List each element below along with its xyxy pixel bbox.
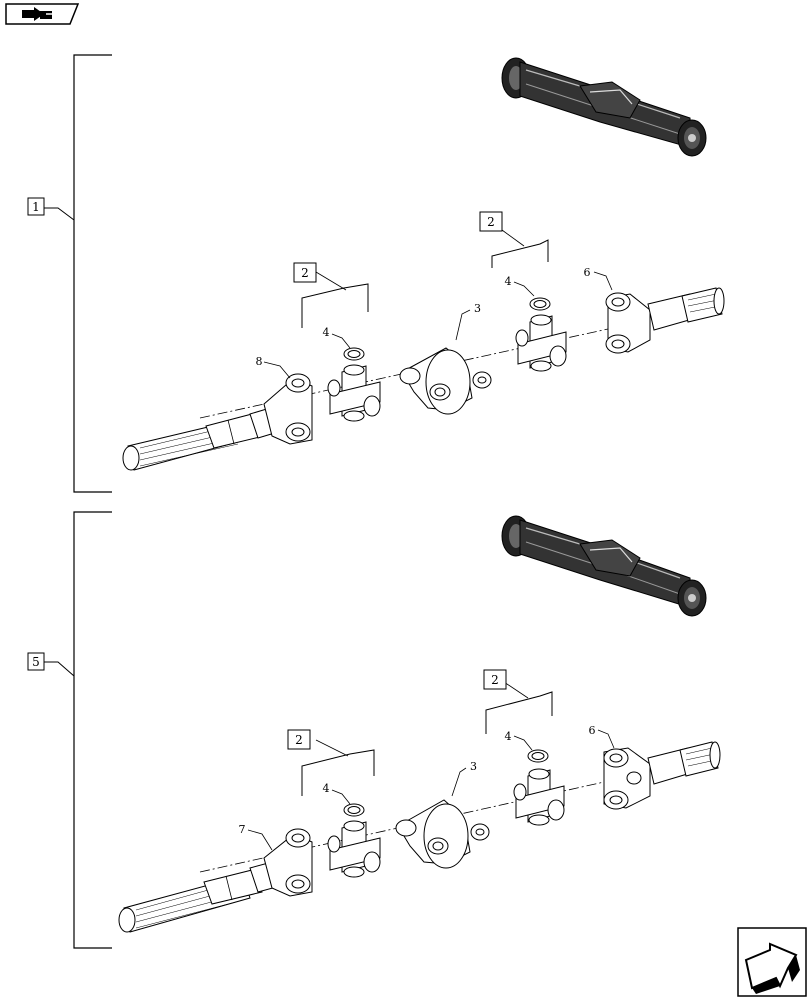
stub-shaft-left	[122, 407, 279, 471]
back-nav-button[interactable]	[5, 3, 80, 25]
yoke-right[interactable]	[605, 292, 651, 354]
stub-shaft-right	[647, 287, 725, 331]
assembly-group-2: 5	[27, 511, 721, 949]
coupling-flange[interactable]	[399, 347, 492, 415]
sub-ref-box[interactable]: 2	[293, 262, 317, 283]
stub-shaft-right	[647, 741, 721, 785]
yoke-right[interactable]	[603, 747, 651, 810]
callout-label: 4	[323, 326, 330, 339]
sub-ref-label: 2	[295, 733, 303, 747]
group-bracket	[73, 54, 112, 493]
sub-ref-label: 2	[487, 215, 495, 229]
axle-housing-thumbnail	[501, 515, 707, 617]
arrow-down-right-icon	[744, 942, 800, 994]
axle-housing-thumbnail	[501, 57, 707, 157]
callout-label: 3	[474, 302, 481, 315]
sub-ref-label: 2	[491, 673, 499, 687]
sub-ref-box[interactable]: 2	[483, 669, 507, 690]
callout-label: 6	[584, 266, 591, 279]
callout-label: 6	[589, 724, 596, 737]
ref-label: 5	[32, 655, 40, 669]
cross-spider-right[interactable]	[515, 314, 567, 372]
bearing-cup-left[interactable]	[343, 803, 365, 817]
bearing-cup-left[interactable]	[343, 347, 365, 361]
next-nav-button[interactable]	[737, 927, 807, 997]
bearing-cup-right[interactable]	[527, 749, 549, 763]
ref-label: 1	[32, 200, 40, 214]
callout-label: 3	[470, 760, 477, 773]
ref-box[interactable]: 5	[27, 652, 45, 671]
cross-spider-left[interactable]	[327, 820, 381, 878]
group-bracket	[73, 511, 112, 949]
stub-shaft-left	[118, 861, 281, 933]
cross-spider-right[interactable]	[513, 768, 565, 826]
cross-spider-left[interactable]	[327, 364, 381, 422]
yoke-left[interactable]	[263, 373, 313, 445]
sub-ref-box[interactable]: 2	[287, 729, 311, 750]
callout-label: 4	[505, 275, 512, 288]
sub-ref-label: 2	[301, 266, 309, 280]
yoke-left[interactable]	[263, 828, 313, 897]
ref-box[interactable]: 1	[27, 197, 45, 216]
callout-label: 4	[505, 730, 512, 743]
bearing-cup-right[interactable]	[529, 297, 551, 311]
callout-label: 7	[239, 823, 246, 836]
callout-label: 8	[256, 355, 263, 368]
arrow-left-icon	[22, 7, 55, 21]
callout-label: 4	[323, 782, 330, 795]
coupling-flange[interactable]	[395, 799, 490, 869]
sub-ref-box[interactable]: 2	[479, 211, 503, 232]
assembly-group-1: 1	[27, 54, 725, 493]
